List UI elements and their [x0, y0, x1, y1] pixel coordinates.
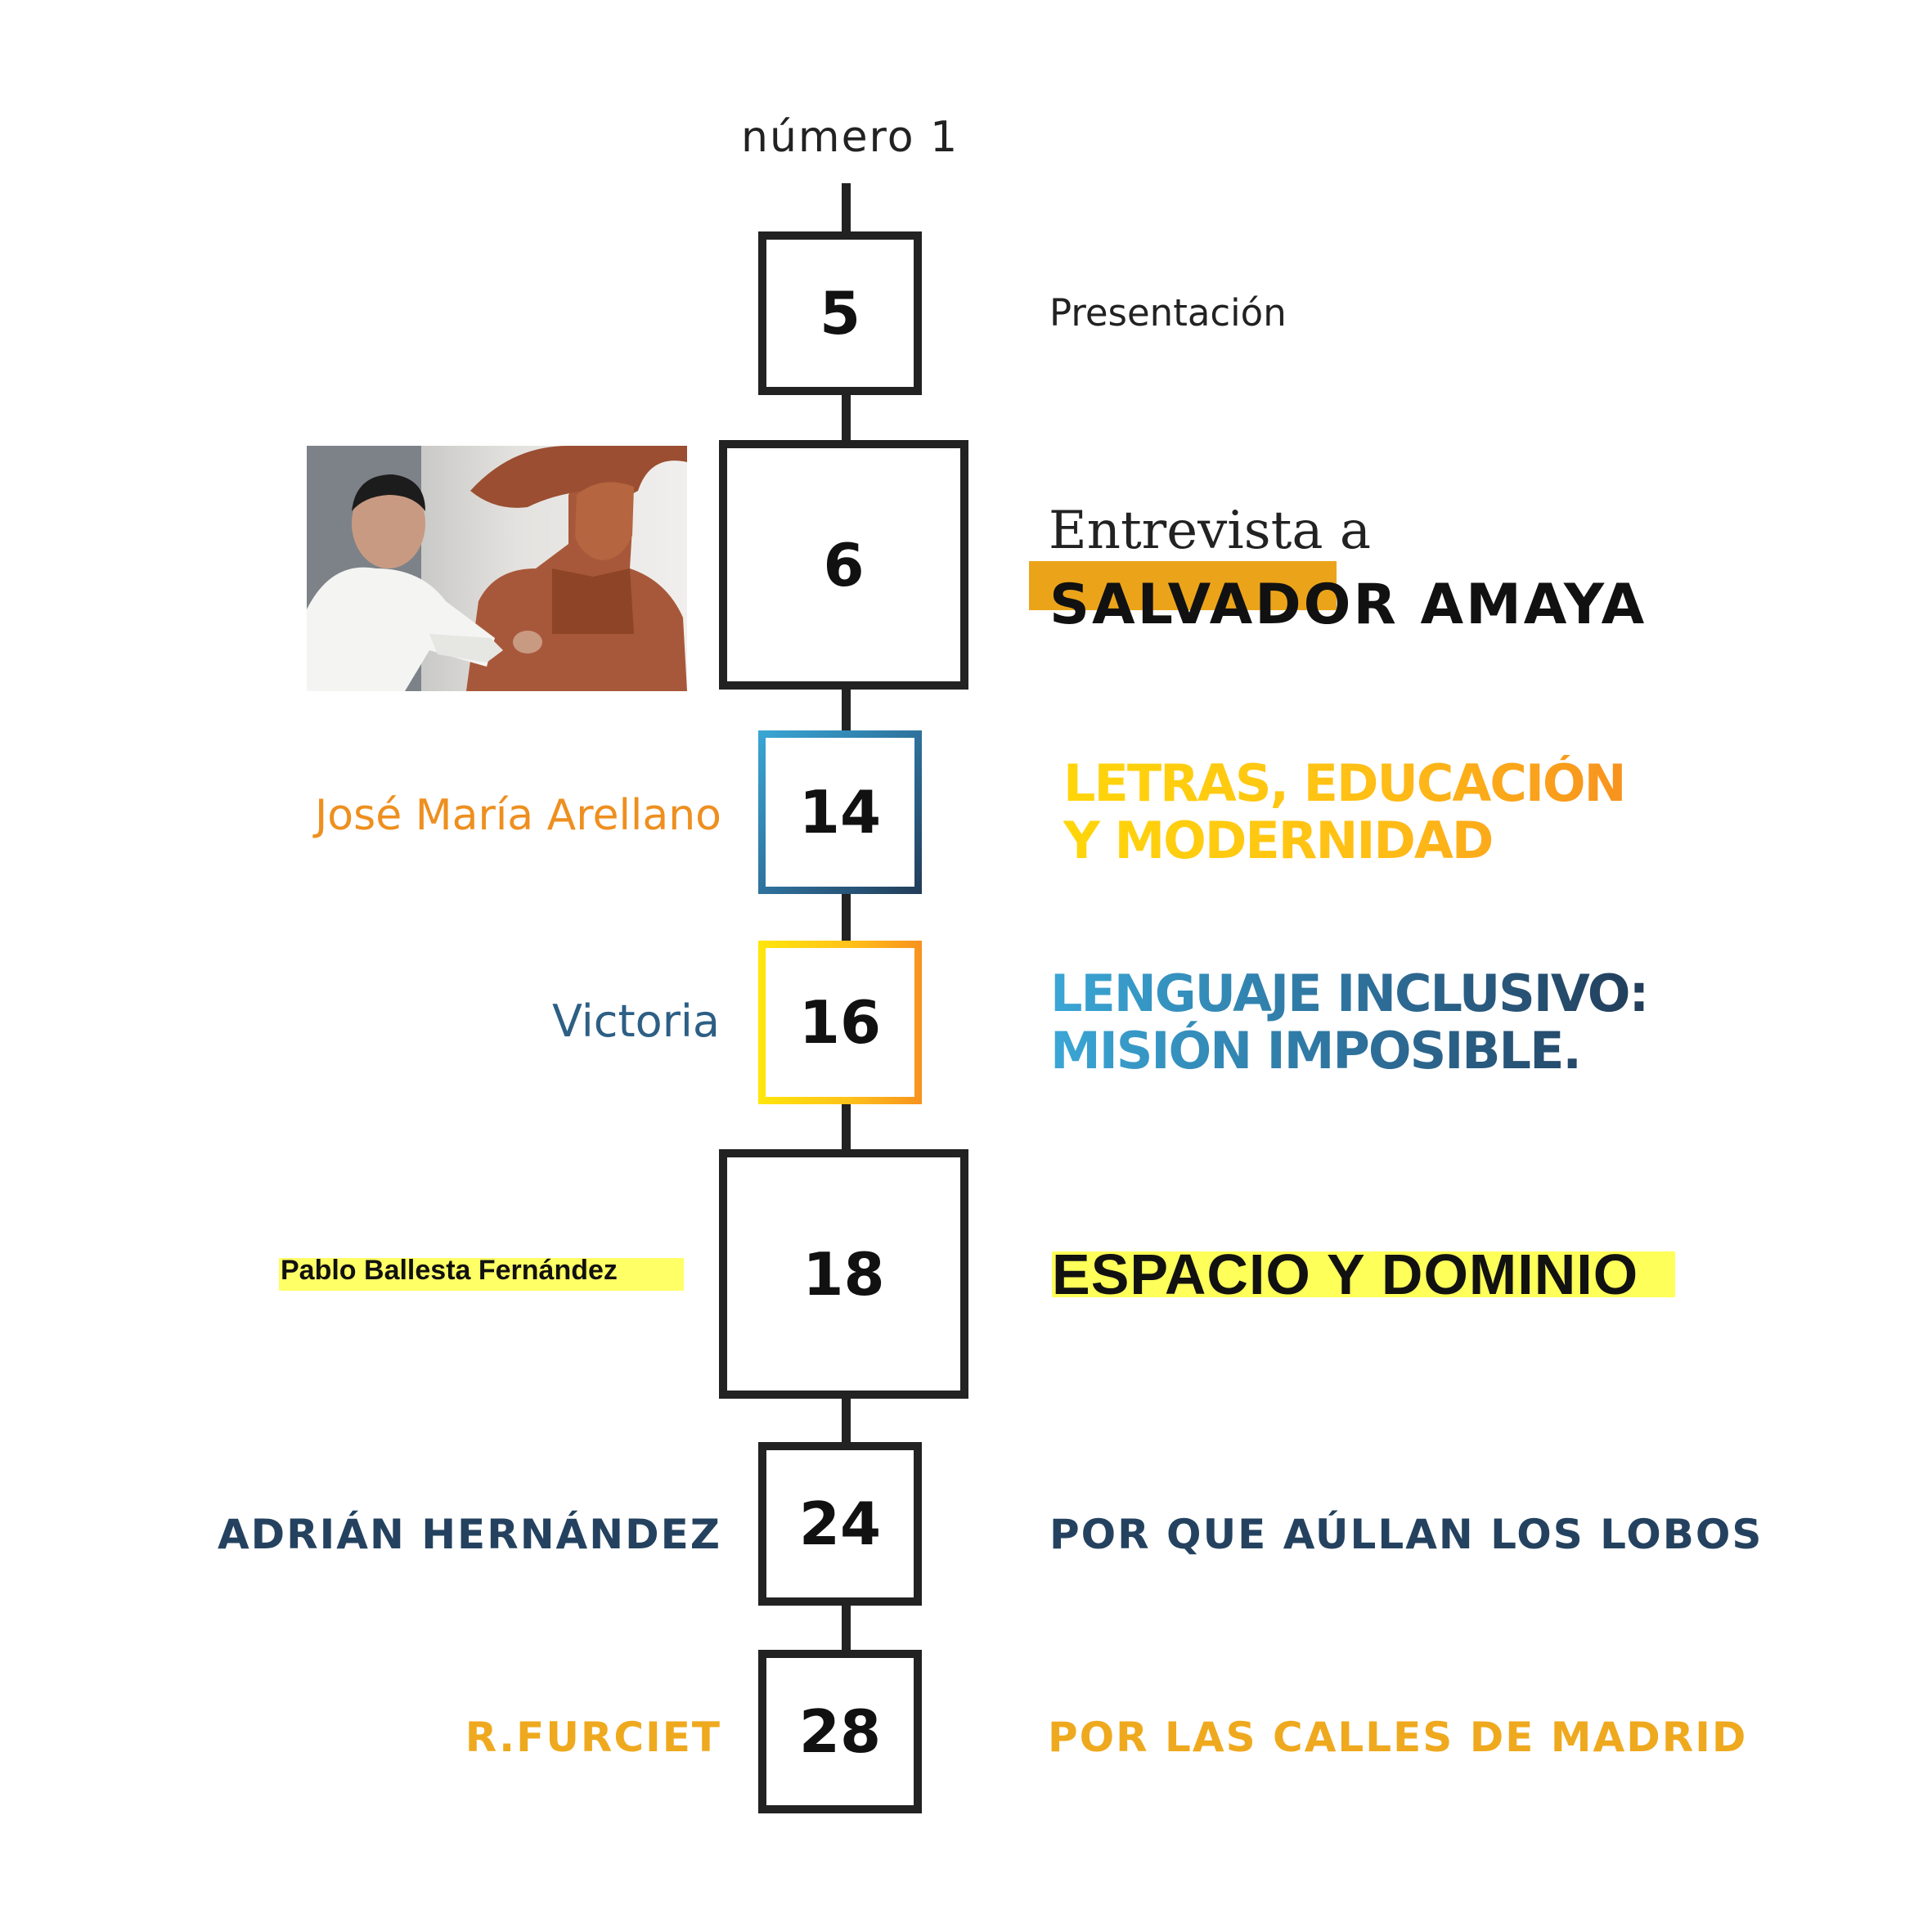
page-box-28[interactable]: 28 — [758, 1650, 922, 1813]
page-box-24[interactable]: 24 — [758, 1442, 922, 1606]
page-number: 28 — [798, 1697, 882, 1766]
page-number: 18 — [802, 1239, 885, 1309]
author-jose-maria-arellano[interactable]: José María Arellano — [314, 791, 721, 840]
page-box-16[interactable]: 16 — [758, 941, 922, 1104]
title-line-2: Y MODERNIDAD — [1063, 811, 1493, 870]
title-line-2: MISIÓN IMPOSIBLE. — [1050, 1021, 1580, 1081]
entry-title-salvador-amaya[interactable]: SALVADOR AMAYA — [1049, 573, 1647, 637]
title-line-1: LENGUAJE INCLUSIVO: — [1050, 964, 1648, 1023]
author-victoria[interactable]: Victoria — [552, 995, 720, 1047]
title-highlight-bar — [1029, 561, 1337, 610]
page-box-18[interactable]: 18 — [719, 1149, 968, 1399]
page-number: 5 — [819, 279, 861, 348]
entry-title-lenguaje-inclusivo[interactable]: LENGUAJE INCLUSIVO: MISIÓN IMPOSIBLE. — [1050, 965, 1647, 1080]
page-number: 16 — [798, 988, 882, 1057]
sculptor-photo — [307, 446, 687, 691]
timeline-line — [842, 183, 851, 1696]
entry-title-entrevista[interactable]: Entrevista a — [1049, 501, 1371, 561]
page-box-5[interactable]: 5 — [758, 231, 922, 395]
page-box-14[interactable]: 14 — [758, 730, 922, 894]
entry-title-madrid[interactable]: POR LAS CALLES DE MADRID — [1048, 1714, 1748, 1761]
author-pablo-ballesta[interactable]: Pablo Ballesta Fernández — [281, 1255, 618, 1286]
author-r-furciet[interactable]: R.FURCIET — [465, 1714, 721, 1761]
author-highlight-bar — [279, 1258, 684, 1291]
entry-title-letras[interactable]: LETRAS, EDUCACIÓN Y MODERNIDAD — [1063, 755, 1624, 869]
sculptor-photo-image — [307, 446, 687, 691]
page-box-6[interactable]: 6 — [719, 440, 968, 690]
entry-title-presentacion[interactable]: Presentación — [1049, 291, 1287, 335]
entry-title-espacio-dominio[interactable]: ESPACIO Y DOMINIO — [1052, 1242, 1639, 1306]
issue-label: número 1 — [741, 113, 959, 162]
author-adrian-hernandez[interactable]: ADRIÁN HERNÁNDEZ — [217, 1511, 721, 1558]
page-number: 14 — [798, 778, 882, 847]
entry-title-lobos[interactable]: POR QUE AÚLLAN LOS LOBOS — [1049, 1511, 1764, 1558]
page-number: 24 — [798, 1489, 882, 1558]
page-number: 6 — [823, 530, 865, 600]
title-highlight-bar — [1052, 1251, 1675, 1297]
title-line-1: LETRAS, EDUCACIÓN — [1063, 753, 1625, 813]
